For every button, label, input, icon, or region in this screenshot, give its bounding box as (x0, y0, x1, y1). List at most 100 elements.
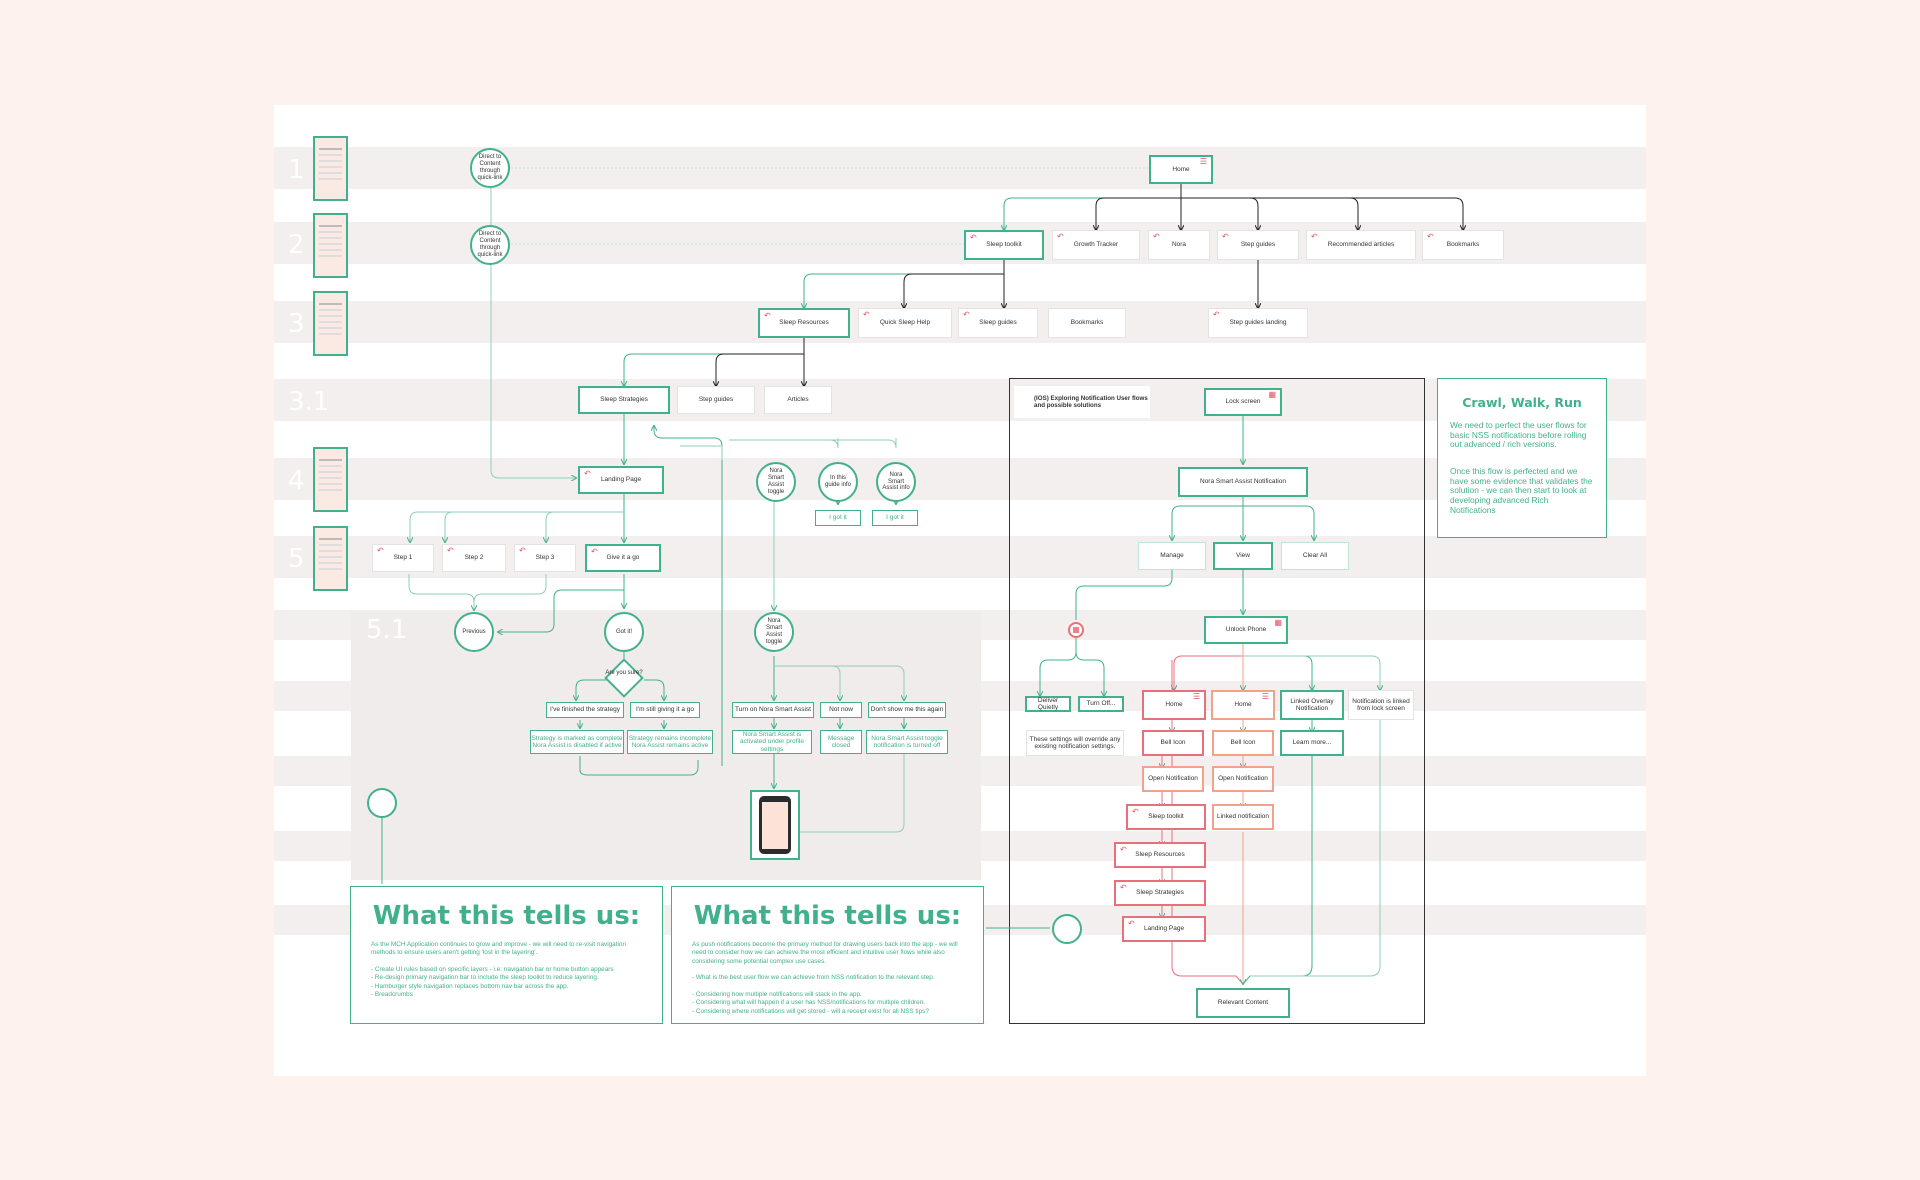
node-landing-page[interactable]: ↶ Landing Page (578, 466, 664, 494)
ios-sleep-toolkit[interactable]: ↶Sleep toolkit (1126, 804, 1206, 830)
node-label: Sleep toolkit (986, 241, 1022, 249)
back-icon: ↶ (1057, 232, 1064, 241)
back-icon: ↶ (1222, 232, 1229, 241)
ios-home-b[interactable]: ☰Home (1211, 690, 1275, 720)
level-label: 2 (288, 230, 305, 260)
node-home[interactable]: ☰ Home (1149, 155, 1213, 184)
ios-landing-page[interactable]: ↶Landing Page (1122, 916, 1206, 942)
ios-learn-more[interactable]: Learn more... (1280, 730, 1344, 756)
back-icon: ↶ (863, 310, 870, 319)
node-label: Landing Page (600, 476, 642, 484)
result-toggle-off: Nora Smart Assist toggle notification is… (866, 730, 948, 754)
node-step-guides-landing[interactable]: ↶Step guides landing (1208, 308, 1308, 338)
ios-open-notification-a[interactable]: Open Notification (1142, 766, 1204, 792)
node-step-3[interactable]: ↶ Step 3 (514, 544, 576, 572)
level-label: 4 (288, 466, 305, 496)
node-give-it-a-go[interactable]: ↶Give it a go (585, 544, 661, 572)
ios-nora-notification[interactable]: Nora Smart Assist Notification (1178, 467, 1308, 497)
ios-relevant-content[interactable]: Relevant Content (1196, 988, 1290, 1018)
back-icon: ↶ (591, 547, 598, 556)
node-label: Step 2 (464, 554, 484, 562)
node-label: Home (1172, 165, 1190, 173)
ios-exploration-frame (1009, 378, 1425, 1024)
ios-sleep-resources[interactable]: ↶Sleep Resources (1114, 842, 1206, 868)
node-step-2[interactable]: ↶ Step 2 (442, 544, 506, 572)
option-finished-strategy[interactable]: I've finished the strategy (546, 702, 624, 718)
node-bookmarks-l3[interactable]: Bookmarks (1048, 308, 1126, 338)
option-dont-show[interactable]: Don't show me this again (868, 702, 946, 718)
ios-bell-icon-b[interactable]: Bell Icon (1212, 730, 1274, 756)
back-icon: ↶ (584, 469, 591, 478)
node-label: Step guides (698, 396, 734, 404)
node-label: Bookmarks (1446, 241, 1480, 249)
ios-sleep-strategies[interactable]: ↶Sleep Strategies (1114, 880, 1206, 906)
node-label: Sleep Resources (779, 319, 829, 327)
crawl-paragraph-2: Once this flow is perfected and we have … (1450, 466, 1593, 515)
ios-view[interactable]: View (1213, 542, 1273, 570)
got-it-button-1[interactable]: I got it (815, 510, 861, 526)
ios-override-note: These settings will override any existin… (1026, 730, 1124, 756)
got-it-button-2[interactable]: I got it (872, 510, 918, 526)
quick-link-entry-1[interactable]: Direct to Content through quick-link (470, 148, 510, 188)
nora-assist-toggle-bottom[interactable]: Nora Smart Assist toggle (754, 612, 794, 652)
annotation-marker (1052, 914, 1082, 944)
option-turn-on-nora[interactable]: Turn on Nora Smart Assist (732, 702, 814, 718)
menu-icon: ☰ (1199, 157, 1207, 166)
node-step-1[interactable]: ↶ Step 1 (372, 544, 434, 572)
back-icon: ↶ (377, 546, 384, 555)
ios-linked-notification[interactable]: Linked notification (1212, 804, 1274, 830)
node-articles[interactable]: Articles (764, 386, 832, 414)
node-label: Step 1 (393, 554, 413, 562)
ios-manage[interactable]: Manage (1138, 542, 1206, 570)
node-label: Unlock Phone (1225, 626, 1267, 634)
back-icon: ↶ (1153, 232, 1160, 241)
annotation-marker (367, 788, 397, 818)
node-nora[interactable]: ↶Nora (1148, 230, 1210, 260)
got-it-circle[interactable]: Got it! (604, 612, 644, 652)
phone-screen (762, 802, 788, 849)
ios-unlock-phone[interactable]: ▦Unlock Phone (1204, 616, 1288, 644)
node-label: Step 3 (535, 554, 555, 562)
previous-circle[interactable]: Previous (454, 612, 494, 652)
quick-link-entry-2[interactable]: Direct to Content through quick-link (470, 225, 510, 265)
node-sleep-guides[interactable]: ↶Sleep guides (958, 308, 1038, 338)
decision-label: Are you sure? (605, 670, 643, 676)
nora-assist-toggle-top[interactable]: Nora Smart Assist toggle (756, 462, 796, 502)
node-recommended-articles[interactable]: ↶Recommended articles (1306, 230, 1416, 260)
node-label: Sleep Strategies (1136, 889, 1184, 897)
back-icon: ↶ (447, 546, 454, 555)
node-sleep-strategies[interactable]: Sleep Strategies (578, 386, 670, 414)
nora-assist-info-circle[interactable]: Nora Smart Assist info (876, 462, 916, 502)
option-not-now[interactable]: Not now (820, 702, 862, 718)
screen-thumbnail (313, 213, 348, 278)
ios-open-notification-b[interactable]: Open Notification (1212, 766, 1274, 792)
node-label: Step guides landing (1229, 319, 1287, 327)
ios-home-a[interactable]: ☰Home (1142, 690, 1206, 720)
ios-clear-all[interactable]: Clear All (1281, 542, 1349, 570)
ios-bell-icon-a[interactable]: Bell Icon (1142, 730, 1204, 756)
back-icon: ↶ (519, 546, 526, 555)
node-label: Recommended articles (1327, 241, 1395, 249)
back-icon: ↶ (1128, 919, 1135, 928)
node-label: Sleep Strategies (600, 396, 648, 404)
back-icon: ↶ (970, 233, 977, 242)
node-step-guides[interactable]: ↶Step guides (1217, 230, 1299, 260)
screen-thumbnail (313, 447, 348, 512)
node-bookmarks[interactable]: ↶ Bookmarks (1422, 230, 1504, 260)
guide-info-circle[interactable]: In this guide info (818, 462, 858, 502)
node-quick-sleep-help[interactable]: ↶Quick Sleep Help (858, 308, 952, 338)
back-icon: ↶ (1427, 232, 1434, 241)
node-growth-tracker[interactable]: ↶Growth Tracker (1052, 230, 1140, 260)
back-icon: ↶ (1120, 845, 1127, 854)
ios-turn-off[interactable]: Turn Off... (1078, 696, 1124, 712)
node-sleep-toolkit[interactable]: ↶ Sleep toolkit (964, 230, 1044, 260)
ios-lock-screen[interactable]: ▦Lock screen (1204, 388, 1282, 416)
insights-body: As push notifications become the primary… (692, 941, 958, 1015)
ios-linked-overlay[interactable]: Linked Overlay Notification (1280, 690, 1344, 720)
crawl-walk-run-panel: Crawl, Walk, Run We need to perfect the … (1437, 378, 1607, 538)
ios-deliver-quietly[interactable]: Deliver Quietly (1025, 696, 1071, 712)
node-sleep-resources[interactable]: ↶ Sleep Resources (758, 308, 850, 338)
back-icon: ↶ (764, 311, 771, 320)
option-still-giving[interactable]: I'm still giving it a go (630, 702, 700, 718)
node-step-guides-l31[interactable]: Step guides (677, 386, 755, 414)
